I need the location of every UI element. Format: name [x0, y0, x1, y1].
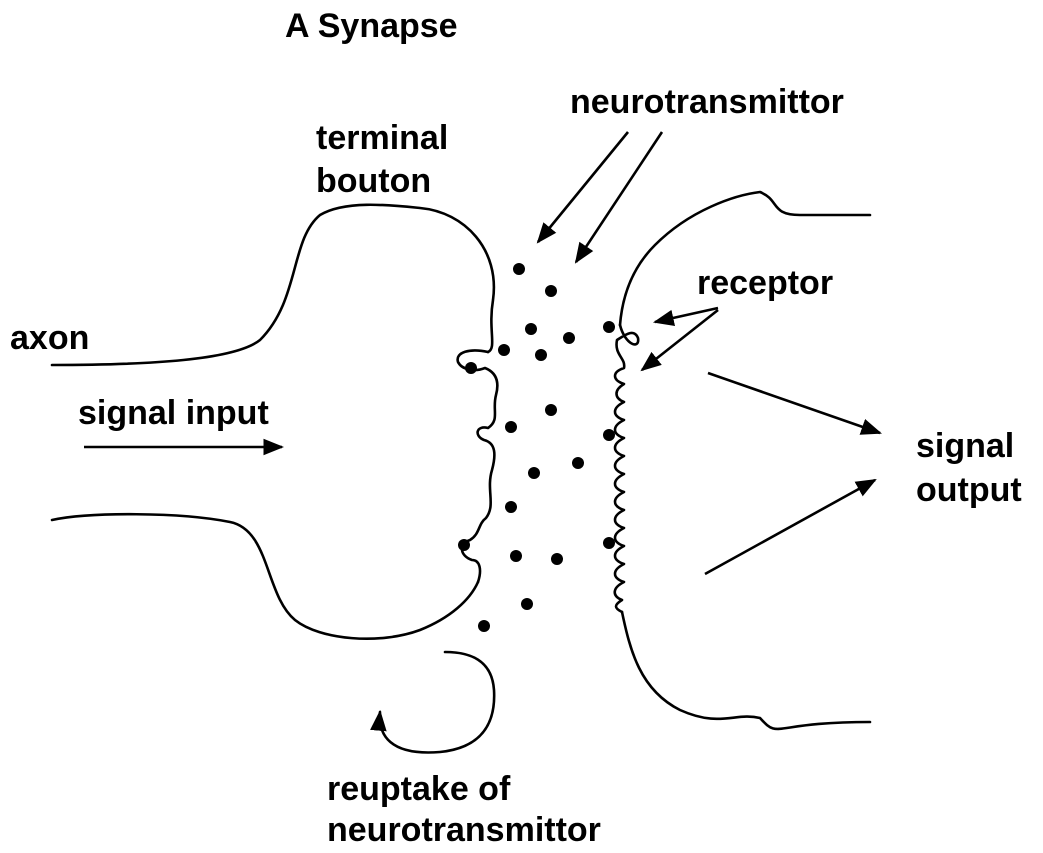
postsynaptic-lower-outline [622, 612, 870, 729]
neurotransmitter-dot [513, 263, 525, 275]
neurotransmitter-molecules [458, 263, 615, 632]
neurotransmitter-dot [478, 620, 490, 632]
terminal-bouton-label-line1: terminal [316, 120, 448, 156]
terminal-bouton-label-line2: bouton [316, 163, 431, 199]
neurotransmitter-dot [545, 404, 557, 416]
neurotransmitter-dot [551, 553, 563, 565]
reuptake-loop [380, 652, 494, 752]
reuptake-label-line1: reuptake of [327, 771, 510, 807]
neurotransmitter-dot [521, 598, 533, 610]
neurotransmitter-dot [563, 332, 575, 344]
signal-output-label-line1: signal [916, 428, 1014, 464]
neurotransmitter-dot [498, 344, 510, 356]
neurotransmitter-dot [510, 550, 522, 562]
bouton-lower-outline [52, 514, 478, 638]
neurotransmitter-dot [545, 285, 557, 297]
neurotransmitter-dot [465, 362, 477, 374]
neurotransmitter-dot [505, 501, 517, 513]
neurotransmittor-label: neurotransmittor [570, 84, 844, 120]
receptor-arrow-1 [655, 308, 718, 322]
neurotransmitter-dot [525, 323, 537, 335]
reuptake-label-line2: neurotransmittor [327, 812, 601, 848]
receptor-ridge [615, 325, 638, 612]
neurotransmitter-dot [528, 467, 540, 479]
diagram-title: A Synapse [285, 8, 458, 44]
signal-input-label: signal input [78, 395, 269, 431]
bouton-upper-outline [52, 205, 494, 365]
neurotransmitter-dot [505, 421, 517, 433]
neurotransmitter-dot [603, 537, 615, 549]
signal-output-arrow-lower [705, 480, 875, 574]
neurotransmitter-dot [458, 539, 470, 551]
neurotransmittor-arrow-2 [576, 132, 662, 262]
neurotransmitter-dot [603, 429, 615, 441]
receptor-arrow-2 [642, 310, 718, 370]
signal-output-arrow-upper [708, 373, 880, 433]
postsynaptic-upper-outline [620, 192, 870, 325]
signal-output-label-line2: output [916, 472, 1022, 508]
neurotransmitter-dot [535, 349, 547, 361]
receptor-label: receptor [697, 265, 833, 301]
neurotransmittor-arrow-1 [538, 132, 628, 242]
neurotransmitter-dot [572, 457, 584, 469]
neurotransmitter-dot [603, 321, 615, 333]
axon-label: axon [10, 320, 89, 356]
